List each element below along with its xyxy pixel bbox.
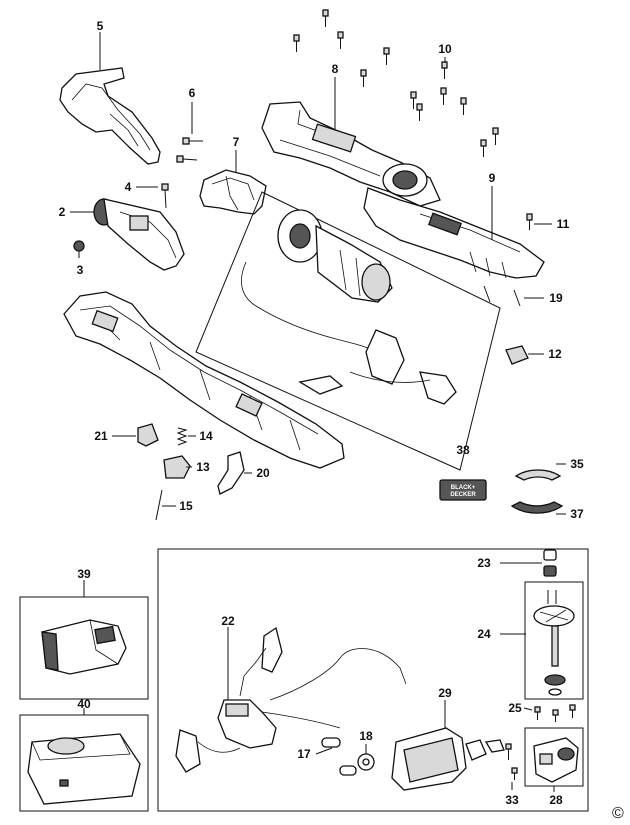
label-part-7: 7 [233,135,240,149]
label-part-18: 18 [359,729,373,743]
label-part-40: 40 [77,697,91,711]
label-part-3: 3 [77,263,84,277]
part-9-housing-front [363,187,545,279]
part-25-screws [534,704,576,722]
screw-group-10 [293,9,499,157]
label-part-20: 20 [256,466,270,480]
part-11-screw [526,213,533,230]
label-part-19: 19 [549,291,563,305]
part-3-screw [73,240,85,258]
part-8-housing-top [261,101,441,207]
part-22-switch-assembly [175,626,407,773]
label-part-25: 25 [508,701,522,715]
part-18-washer [357,753,375,771]
part-37-ring-dark [510,501,564,514]
badge-line-1: BLACK+ [451,485,476,491]
label-part-11: 11 [557,217,570,231]
label-part-33: 33 [505,793,519,807]
part-6-screws [176,137,203,163]
part-33-screws [505,743,518,780]
copyright-symbol: © [612,805,624,822]
label-part-2: 2 [59,205,66,219]
part-7-clamp-block [199,169,267,215]
motor-inset-box [195,191,501,471]
label-part-10: 10 [438,42,452,56]
part-28-gear-housing [533,737,579,783]
badge-line-2: DECKER [450,492,476,498]
label-part-14: 14 [199,429,213,443]
part-40-charger [27,733,141,805]
label-part-15: 15 [179,499,193,513]
label-part-17: 17 [297,747,311,761]
part-2-switch [93,198,185,271]
part-20-lever [217,451,245,495]
label-part-35: 35 [570,457,584,471]
label-part-13: 13 [196,460,210,474]
part-35-ring-light [514,469,562,481]
label-part-24: 24 [477,627,491,641]
part-29-motor [391,727,505,791]
label-part-6: 6 [189,86,196,100]
label-part-4: 4 [125,180,132,194]
label-part-38: 38 [456,443,470,457]
label-part-21: 21 [94,429,108,443]
service-kit-box [157,548,589,812]
part-19-pins [483,285,521,307]
label-part-37: 37 [570,507,584,521]
label-part-9: 9 [489,171,496,185]
label-part-39: 39 [77,567,91,581]
part-14-spring [176,427,188,446]
part-38-brand-badge: BLACK+ DECKER [439,479,487,501]
part-12-clip [505,345,529,365]
part-13-block [163,455,191,479]
part-21-block [137,423,159,447]
part-17-sleeve [321,737,357,776]
part-39-battery [41,619,127,675]
part-4-screw [161,183,169,209]
label-part-5: 5 [97,19,104,33]
label-part-23: 23 [477,556,491,570]
label-part-8: 8 [332,62,339,76]
left-housing-half [63,291,345,469]
label-part-28: 28 [549,793,563,807]
part-5-trigger-bracket [59,67,161,165]
part-24-blade-assembly [533,590,575,696]
part-15-pin [155,489,163,521]
label-part-29: 29 [438,686,452,700]
label-part-12: 12 [548,347,562,361]
part-24-inset [524,581,584,700]
label-part-22: 22 [221,614,235,628]
part-23-caps [543,549,557,577]
